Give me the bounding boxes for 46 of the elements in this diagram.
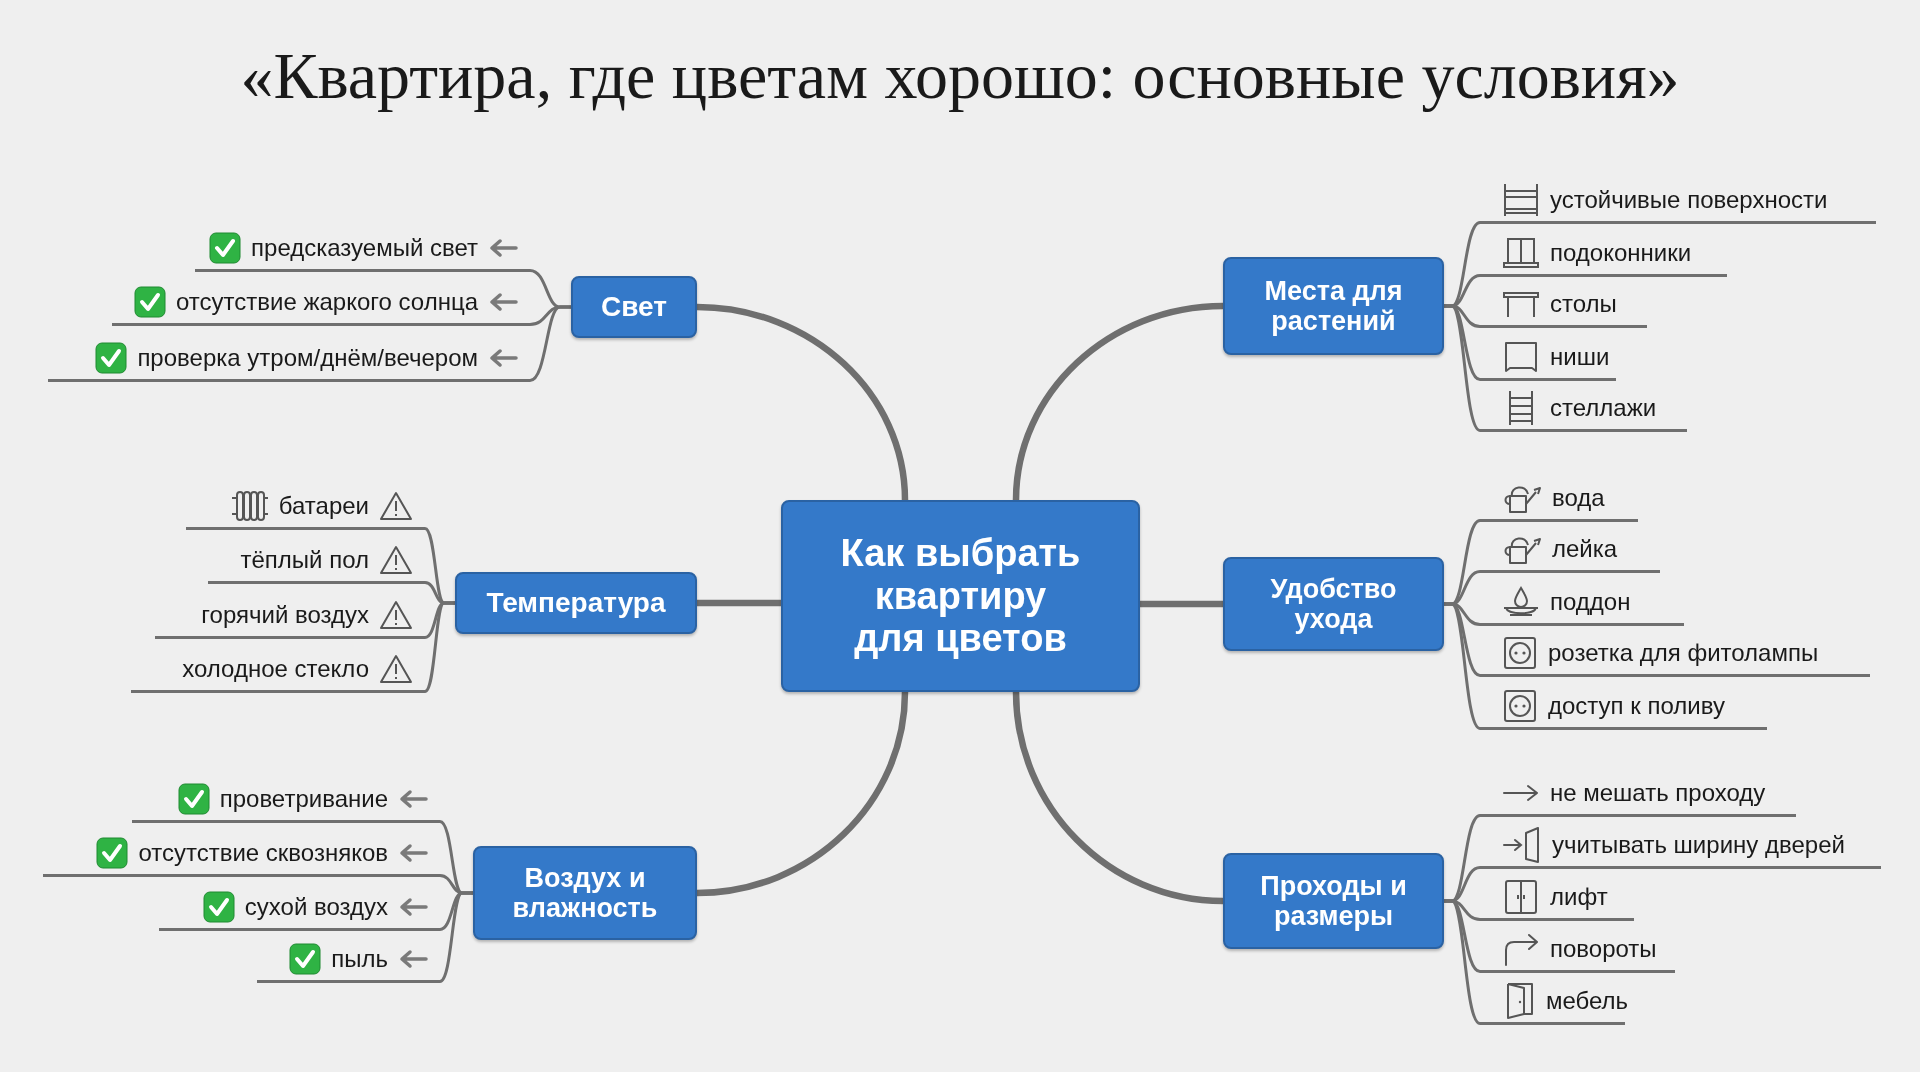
connector <box>1012 691 1224 905</box>
connector <box>1444 304 1481 432</box>
connector <box>529 305 571 382</box>
item-label: ниши <box>1550 342 1610 371</box>
topic-box: Места для растений <box>1223 257 1444 355</box>
connector <box>1444 899 1481 1025</box>
item-label: лейка <box>1552 534 1618 563</box>
item-label: стеллажи <box>1550 393 1657 422</box>
connector <box>439 891 473 983</box>
connector <box>696 303 909 501</box>
topic-box: Температура <box>455 572 697 634</box>
connector <box>696 691 909 897</box>
item-label: не мешать проходу <box>1550 778 1766 807</box>
item-label: учитывать ширину дверей <box>1552 830 1845 859</box>
item-label: вода <box>1552 483 1605 512</box>
item-label: отсутствие сквозняков <box>138 838 388 867</box>
item-label: поддон <box>1550 587 1631 616</box>
item-label: столы <box>1550 289 1617 318</box>
central-topic-box: Как выбрать квартиру для цветов <box>781 500 1140 692</box>
item-label: устойчивые поверхности <box>1550 185 1828 214</box>
item-label: холодное стекло <box>182 654 369 683</box>
connector <box>424 601 455 693</box>
item-label: пыль <box>331 944 388 973</box>
topic-box: Свет <box>571 276 697 338</box>
item-label: проверка утром/днём/вечером <box>137 343 478 372</box>
item-label: подоконники <box>1550 238 1692 267</box>
item-label: проветривание <box>219 784 388 813</box>
connector <box>697 599 781 607</box>
topic-box: Воздух и влажность <box>473 846 697 940</box>
item-label: отсутствие жаркого солнца <box>176 287 478 316</box>
topic-box: Проходы и размеры <box>1223 853 1444 949</box>
item-label: сухой воздух <box>244 892 388 921</box>
item-label: горячий воздух <box>201 600 369 629</box>
connector <box>1444 602 1481 730</box>
item-label: мебель <box>1546 986 1629 1015</box>
item-label: розетка для фитолампы <box>1548 638 1819 667</box>
connector <box>1140 600 1223 608</box>
connector <box>1012 302 1224 501</box>
item-label: повороты <box>1550 934 1657 963</box>
item-label: лифт <box>1550 882 1608 911</box>
item-label: батареи <box>278 491 369 520</box>
item-label: доступ к поливу <box>1548 691 1725 720</box>
topic-box: Удобство ухода <box>1223 557 1444 651</box>
diagram-title: «Квартира, где цветам хорошо: основные условия» <box>240 38 1680 114</box>
item-label: предсказуемый свет <box>251 233 478 262</box>
item-label: тёплый пол <box>240 545 369 574</box>
